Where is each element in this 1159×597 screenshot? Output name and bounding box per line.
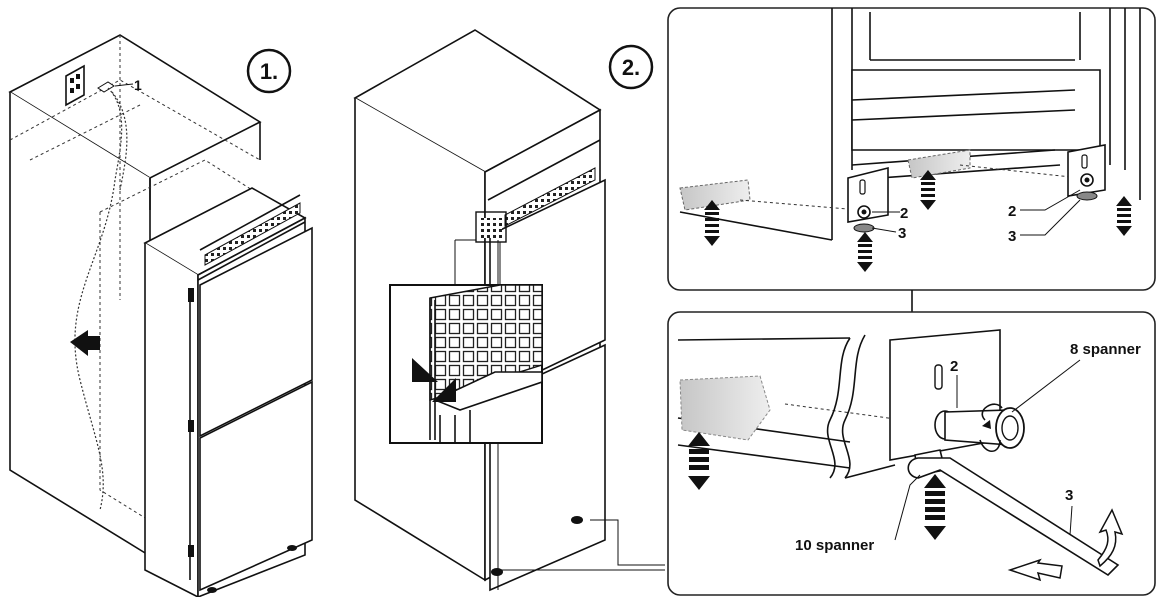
power-plug-icon bbox=[74, 81, 128, 511]
detail-spanner-number: 3 bbox=[1065, 487, 1073, 504]
double-arrow-vertical-icon bbox=[1116, 196, 1132, 236]
arrow-left-icon bbox=[70, 330, 100, 356]
eight-spanner-label: 8 spanner bbox=[1070, 341, 1141, 358]
step1-badge: 1. bbox=[246, 48, 292, 94]
double-arrow-vertical-icon bbox=[857, 232, 873, 272]
double-arrow-vertical-icon bbox=[920, 170, 936, 210]
step2-illustration: 2. bbox=[353, 29, 665, 592]
grille-zoom-inset bbox=[389, 284, 543, 444]
double-arrow-vertical-icon bbox=[704, 200, 720, 246]
foot-number-left: 2 bbox=[900, 205, 908, 222]
power-socket-icon bbox=[65, 64, 85, 107]
cable-number-label: 1 bbox=[134, 77, 142, 93]
detail-foot-number: 2 bbox=[950, 358, 958, 375]
svg-text:1.: 1. bbox=[260, 59, 278, 84]
foot-number-right: 2 bbox=[1008, 203, 1016, 220]
double-arrow-vertical-icon bbox=[688, 432, 710, 490]
rotate-arrow-icon bbox=[1007, 508, 1124, 582]
ten-spanner-label: 10 spanner bbox=[795, 537, 874, 554]
spanner-number-left: 3 bbox=[898, 225, 906, 242]
step1-illustration: 1 1. bbox=[8, 34, 313, 597]
step2-badge: 2. bbox=[608, 44, 654, 90]
spanner-detail-panel: 2 8 spanner 10 spanner 3 bbox=[667, 311, 1156, 596]
spanner-number-right: 3 bbox=[1008, 228, 1016, 245]
svg-text:2.: 2. bbox=[622, 55, 640, 80]
feet-detail-panel: 2 3 2 3 bbox=[667, 7, 1156, 312]
double-arrow-vertical-icon bbox=[924, 474, 946, 540]
